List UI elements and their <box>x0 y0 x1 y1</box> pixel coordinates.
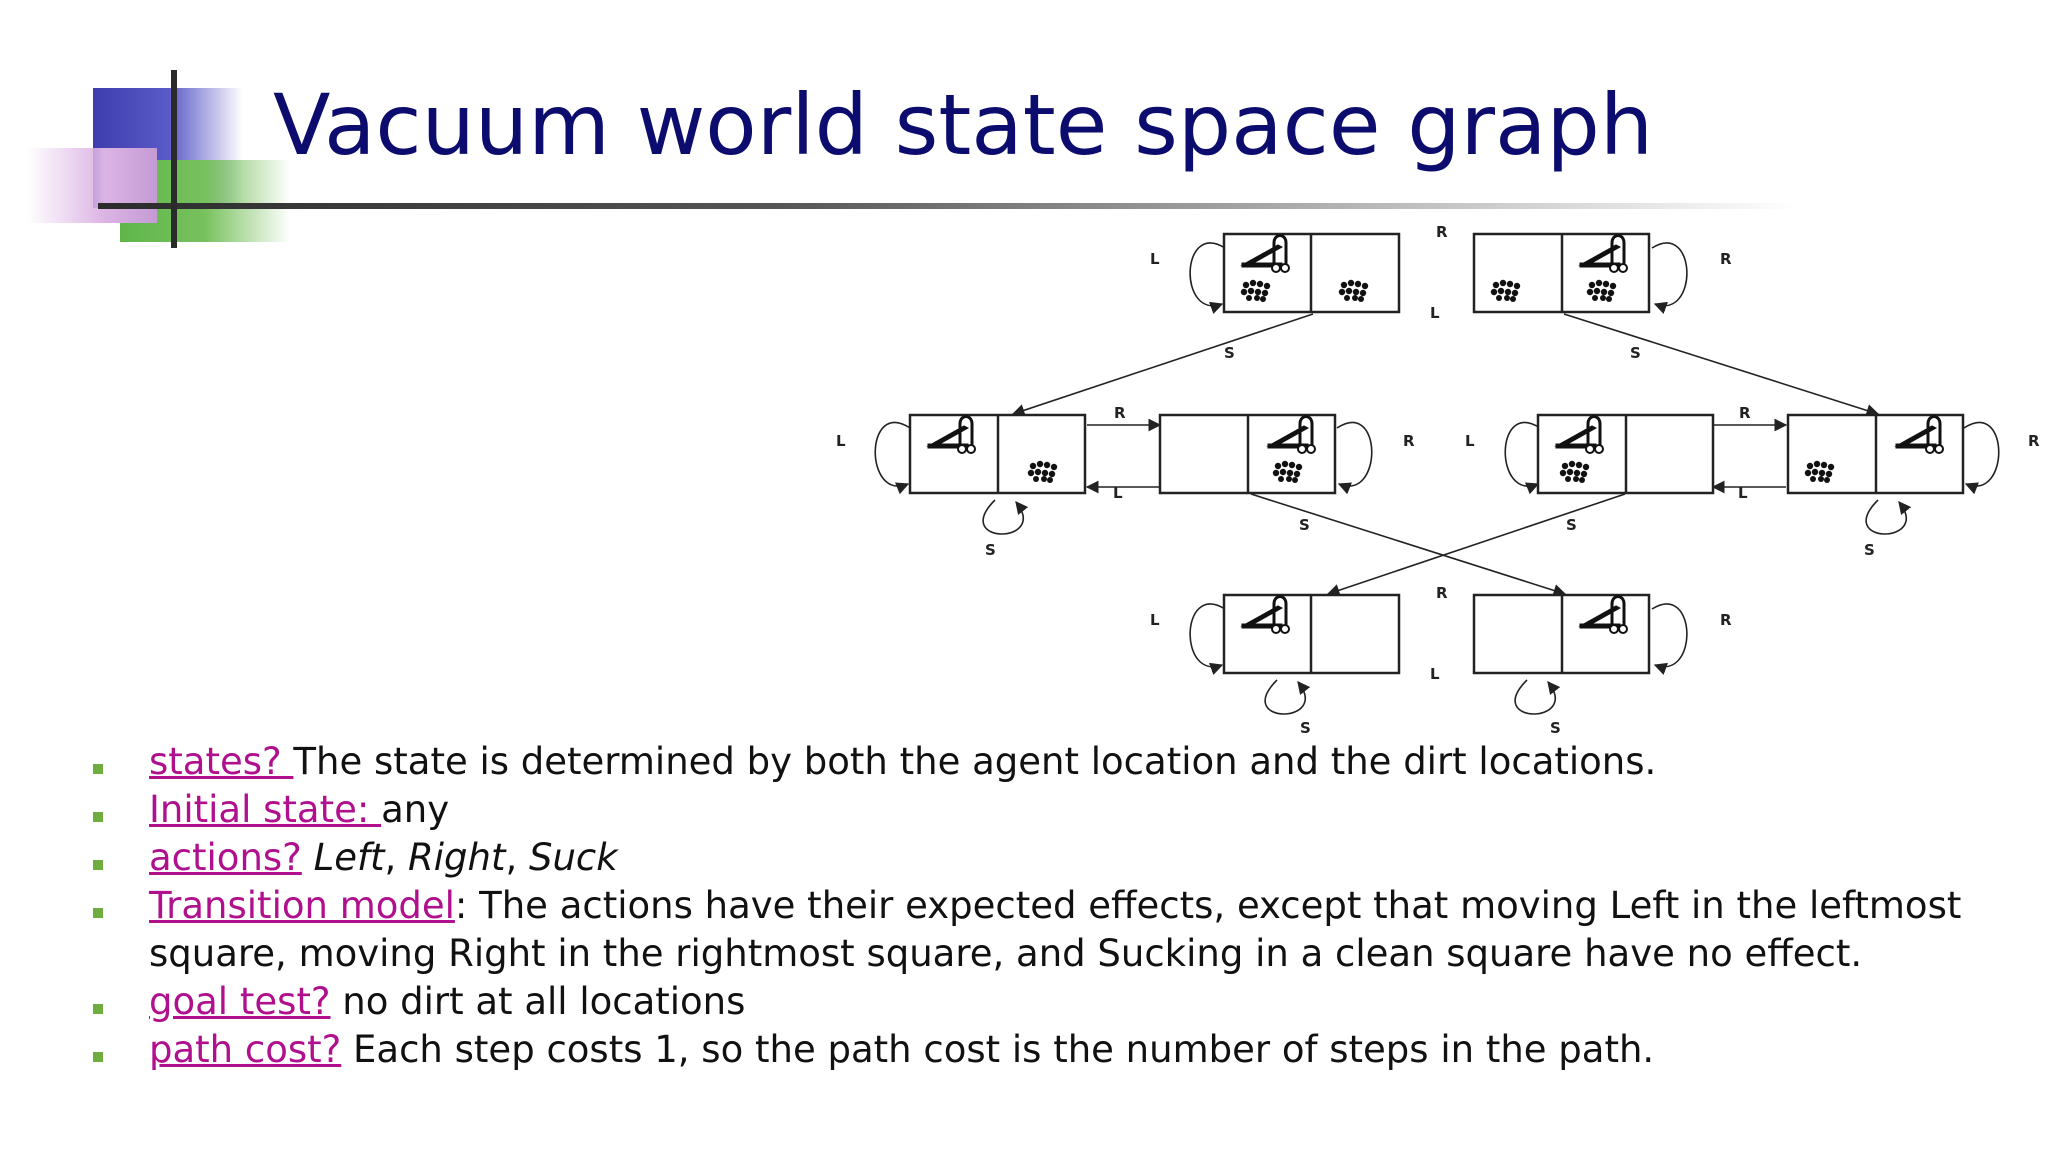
state-node <box>1222 593 1401 675</box>
edge-label-suck: S <box>1566 516 1577 534</box>
edge-suck <box>1011 313 1314 417</box>
loop-right <box>1336 421 1373 495</box>
loop-left <box>1504 421 1541 495</box>
loop-right <box>1963 421 2000 495</box>
edge-label-right: R <box>1436 223 1448 241</box>
item-text: Each step costs 1, so the path cost is t… <box>341 1028 1655 1071</box>
edge-label-suck: S <box>1224 344 1235 362</box>
list-item: Initial state: any <box>88 786 2008 834</box>
edge-label-suck: S <box>1630 344 1641 362</box>
loop-label-left: L <box>1150 250 1160 268</box>
loop-right <box>1651 242 1688 314</box>
edge-label-right: R <box>1114 404 1126 422</box>
list-item: Transition model: The actions have their… <box>88 882 2008 978</box>
loop-label-right: R <box>1403 432 1415 450</box>
state-space-graph: R L L R S S R L L R S R L L R S S S R L … <box>836 223 2040 737</box>
bullet-marker <box>93 812 103 822</box>
list-item: states? The state is determined by both … <box>88 738 2008 786</box>
edge-label-left: L <box>1430 665 1440 683</box>
bullet-marker <box>93 1004 103 1014</box>
edge-suck <box>1563 313 1880 417</box>
loop-suck <box>1865 499 1912 535</box>
list-item: goal test? no dirt at all locations <box>88 978 2008 1026</box>
loop-label-suck: S <box>985 541 996 559</box>
loop-label-right: R <box>1720 250 1732 268</box>
state-node <box>1786 413 1965 495</box>
term-link-path-cost[interactable]: path cost? <box>149 1028 342 1071</box>
item-text: no dirt at all locations <box>330 980 746 1023</box>
decor-pink-square <box>27 148 157 223</box>
list-item: actions? Left, Right, Suck <box>88 834 2008 882</box>
decor-vertical-line <box>171 70 177 248</box>
action-suck: Suck <box>529 836 618 879</box>
edge-suck <box>1326 493 1626 597</box>
page-title: Vacuum world state space graph <box>273 76 1654 174</box>
loop-label-suck: S <box>1550 719 1561 737</box>
list-item: path cost? Each step costs 1, so the pat… <box>88 1026 2008 1074</box>
loop-suck <box>1514 679 1561 715</box>
loop-left <box>874 421 911 495</box>
title-underline <box>98 203 1798 209</box>
loop-label-suck: S <box>1864 541 1875 559</box>
edge-label-left: L <box>1430 304 1440 322</box>
loop-label-left: L <box>1465 432 1475 450</box>
item-text: The state is determined by both the agen… <box>293 740 1657 783</box>
bullet-marker <box>93 1052 103 1062</box>
state-node <box>908 413 1087 495</box>
loop-label-right: R <box>1720 611 1732 629</box>
state-node <box>1472 232 1651 314</box>
item-text: any <box>381 788 450 831</box>
edge-label-left: L <box>1113 484 1123 502</box>
edge-suck <box>1250 493 1567 597</box>
action-right: Right <box>408 836 506 879</box>
bullet-marker <box>93 860 103 870</box>
action-left: Left <box>313 836 385 879</box>
loop-label-right: R <box>2028 432 2040 450</box>
loop-suck <box>1264 679 1311 715</box>
loop-right <box>1651 603 1688 675</box>
loop-left <box>1189 603 1226 675</box>
loop-label-left: L <box>836 432 846 450</box>
loop-label-suck: S <box>1300 719 1311 737</box>
loop-left <box>1189 242 1226 314</box>
term-link-goal-test[interactable]: goal test? <box>149 980 331 1023</box>
bullet-marker <box>93 764 103 774</box>
term-link-initial-state[interactable]: Initial state: <box>149 788 382 831</box>
edge-label-right: R <box>1739 404 1751 422</box>
edge-label-suck: S <box>1299 516 1310 534</box>
bullet-marker <box>93 908 103 918</box>
state-node <box>1536 413 1715 495</box>
item-text: : The actions have their expected effect… <box>149 884 1962 975</box>
state-node <box>1158 413 1337 495</box>
edge-label-right: R <box>1436 584 1448 602</box>
term-link-actions[interactable]: actions? <box>149 836 302 879</box>
edge-label-left: L <box>1738 484 1748 502</box>
term-link-states[interactable]: states? <box>149 740 294 783</box>
loop-suck <box>982 499 1029 535</box>
loop-label-left: L <box>1150 611 1160 629</box>
state-node <box>1472 593 1651 675</box>
term-link-transition-model[interactable]: Transition model <box>149 884 455 927</box>
definition-list: states? The state is determined by both … <box>88 738 2008 1074</box>
state-node <box>1222 232 1401 314</box>
